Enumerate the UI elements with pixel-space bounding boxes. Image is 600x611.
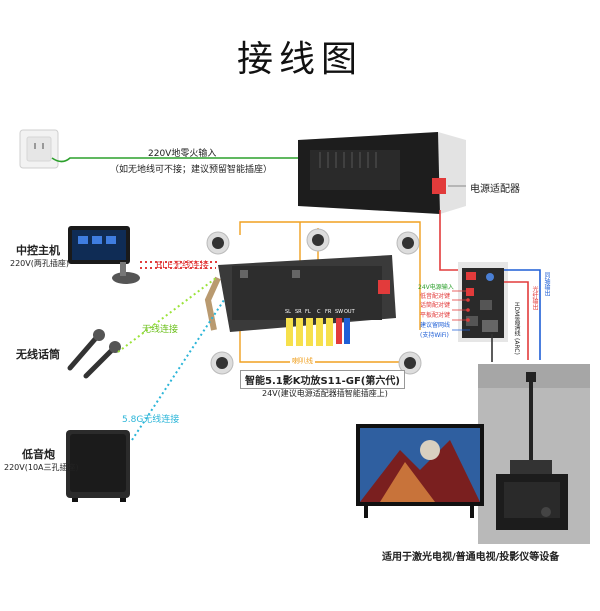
power-adapter-box	[298, 132, 466, 214]
channel-label: FR	[325, 309, 332, 315]
wireless-58g-label: 5.8G无线连接	[122, 415, 180, 425]
power-adapter-label: 电源适配器	[470, 184, 520, 195]
bottom-caption: 适用于激光电视/普通电视/投影仪等设备	[382, 552, 560, 563]
amplifier-box	[204, 255, 396, 332]
optical-label: 光纤输出	[531, 286, 538, 310]
tv-image	[356, 424, 484, 518]
wall-socket-icon	[19, 129, 59, 169]
amplifier-terminals	[286, 318, 350, 346]
speaker-icon	[206, 228, 422, 375]
panel-mic-label: 话筒配对键	[420, 302, 451, 309]
subwoofer-icon	[66, 430, 130, 502]
central-controller-power-label: 220V(两孔插座)	[10, 259, 69, 268]
speaker-wire-label: 喇叭线	[290, 356, 315, 366]
subwoofer-power-label: 220V(10A三孔插座)	[4, 463, 79, 472]
microphone-icon	[67, 329, 121, 379]
channel-label: FL	[305, 309, 311, 315]
panel-flat-label: 平板配对键	[420, 312, 451, 319]
subwoofer-label: 低音炮	[22, 448, 55, 461]
channel-label: C	[317, 309, 321, 315]
amp-power-note-label: 24V(建议电源适配器插智能插座上)	[262, 389, 388, 398]
panel-reset-label: 建议留网线	[420, 322, 451, 329]
channel-label: SL	[285, 309, 291, 315]
panel-bass-label: 低音配对键	[420, 293, 451, 300]
channel-label: SW	[335, 309, 344, 315]
hdmi-arc-label: HDMI高清线 (ARC)	[513, 302, 520, 355]
amp-name-label: 智能5.1影K功放S11-GF(第六代)	[240, 370, 405, 389]
wireless-label: 无线连接	[142, 325, 179, 335]
interface-panel	[458, 262, 508, 342]
power-note-label: （如无地线可不接；建议预留智能插座）	[110, 165, 273, 175]
coax-label: 同轴输出	[543, 272, 550, 296]
panel-24v-label: 24V电源输入	[418, 284, 454, 291]
page-title: 接线图	[236, 39, 363, 80]
channel-label: OUT	[344, 309, 355, 315]
tablet-controller-icon	[68, 226, 140, 284]
central-controller-label: 中控主机	[16, 244, 60, 257]
panel-wifi-label: (支持WiFi)	[420, 332, 449, 339]
ble-label: BLE无线连接	[156, 261, 209, 271]
wireless-mic-label: 无线话筒	[16, 348, 60, 361]
channel-label: SR	[295, 309, 302, 315]
power-input-label: 220V地零火输入	[148, 149, 217, 159]
projector-room-image	[478, 364, 590, 544]
